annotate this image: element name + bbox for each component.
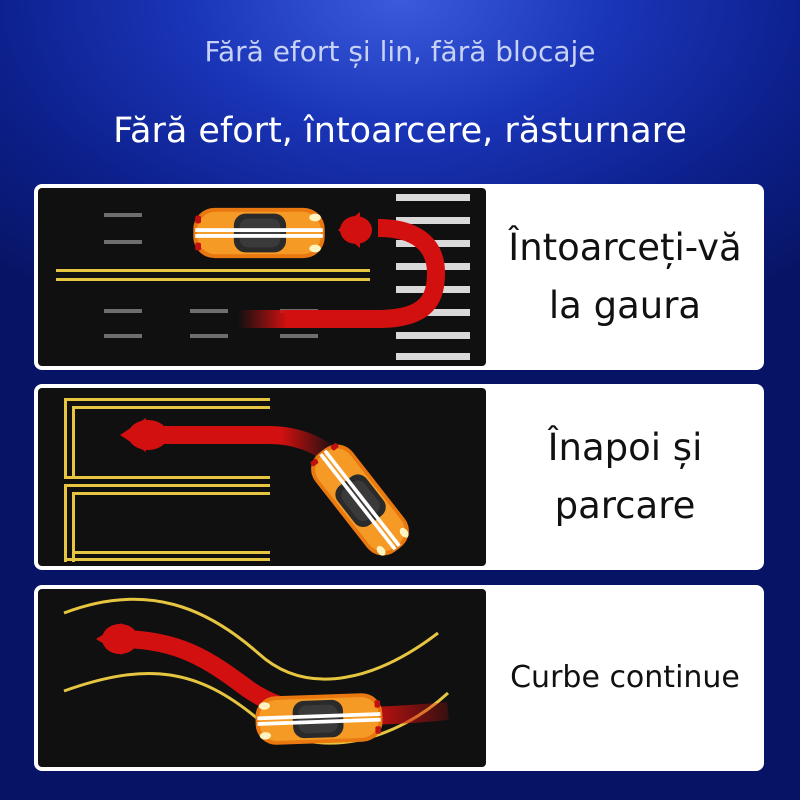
continuous-curves-scene xyxy=(38,589,486,767)
double-yellow-line xyxy=(56,269,370,281)
feature-card-continuous-curves: Curbe continue xyxy=(34,585,764,771)
feature-label-continuous-curves: Curbe continue xyxy=(510,660,740,695)
u-turn-illustration xyxy=(56,194,470,360)
continuous-curves-illustration xyxy=(63,597,450,746)
feature-card-reverse-parking: Înapoi și parcare xyxy=(34,384,764,570)
feature-card-u-turn: Întoarceți-vă la gaura xyxy=(34,184,764,370)
feature-label-reverse-parking: Înapoi și parcare xyxy=(547,426,703,527)
car-icon xyxy=(302,436,418,564)
subtitle: Fără efort și lin, fără blocaje xyxy=(204,35,596,68)
u-turn-arrow xyxy=(238,219,446,328)
car-icon xyxy=(254,692,384,746)
feature-label-u-turn: Întoarceți-vă la gaura xyxy=(508,226,742,327)
car-icon xyxy=(193,207,325,259)
reverse-parking-scene xyxy=(38,388,486,566)
u-turn-scene xyxy=(38,188,486,366)
reverse-parking-illustration xyxy=(64,398,418,564)
page-title: Fără efort, întoarcere, răsturnare xyxy=(113,111,687,151)
reverse-arrow xyxy=(148,426,344,468)
parking-lines xyxy=(64,398,270,562)
